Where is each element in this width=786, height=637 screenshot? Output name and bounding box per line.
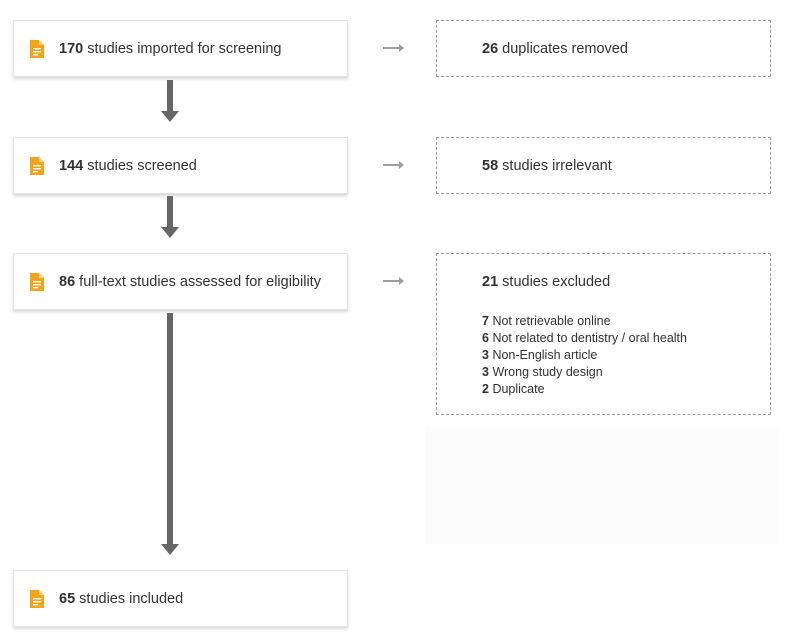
removed-count: 26 — [482, 41, 499, 57]
arrow-right-icon — [383, 44, 404, 52]
stage-count: 65 — [59, 590, 76, 607]
stage-text: studies imported for screening — [87, 40, 282, 57]
exclusion-reasons-list: 7 Not retrievable online 6 Not related t… — [482, 313, 687, 398]
removed-label: 58 studies irrelevant — [482, 158, 612, 174]
arrow-right-icon — [383, 277, 404, 285]
document-icon — [30, 272, 44, 291]
arrow-down-icon — [161, 80, 179, 122]
arrow-down-icon — [161, 196, 179, 238]
document-icon — [30, 589, 44, 608]
removed-irrelevant-box: 58 studies irrelevant — [436, 137, 771, 194]
stage-text: studies screened — [87, 157, 197, 174]
removed-count: 58 — [482, 158, 499, 174]
exclusion-reason: 3 Non-English article — [482, 347, 687, 364]
reason-count: 7 — [482, 314, 489, 328]
reason-text: Wrong study design — [492, 365, 603, 379]
document-icon — [30, 39, 44, 58]
stage-label: 86 full-text studies assessed for eligib… — [59, 274, 321, 290]
stage-screened: 144 studies screened — [13, 137, 348, 194]
reason-text: Not retrievable online — [492, 314, 611, 328]
stage-text: studies included — [79, 590, 184, 607]
reason-text: Duplicate — [492, 382, 545, 396]
stage-imported: 170 studies imported for screening — [13, 20, 348, 77]
stage-count: 86 — [59, 273, 76, 290]
removed-duplicates-box: 26 duplicates removed — [436, 20, 771, 77]
stage-assessed: 86 full-text studies assessed for eligib… — [13, 253, 348, 310]
removed-count: 21 — [482, 274, 499, 290]
stage-label: 65 studies included — [59, 591, 183, 607]
arrow-right-icon — [383, 161, 404, 169]
stage-count: 144 — [59, 157, 84, 174]
stage-text: full-text studies assessed for eligibili… — [79, 273, 321, 290]
removed-text: studies excluded — [502, 274, 611, 290]
arrow-down-icon — [161, 313, 179, 555]
excluded-box: 21 studies excluded 7 Not retrievable on… — [436, 253, 771, 415]
stage-label: 144 studies screened — [59, 158, 197, 174]
removed-label: 26 duplicates removed — [482, 41, 628, 57]
reason-text: Not related to dentistry / oral health — [492, 331, 687, 345]
background-panel — [425, 427, 778, 544]
exclusion-reason: 7 Not retrievable online — [482, 313, 687, 330]
reason-count: 3 — [482, 365, 489, 379]
stage-count: 170 — [59, 40, 84, 57]
stage-label: 170 studies imported for screening — [59, 41, 281, 57]
reason-count: 2 — [482, 382, 489, 396]
reason-count: 3 — [482, 348, 489, 362]
reason-text: Non-English article — [492, 348, 598, 362]
exclusion-reason: 2 Duplicate — [482, 381, 687, 398]
exclusion-reason: 6 Not related to dentistry / oral health — [482, 330, 687, 347]
document-icon — [30, 156, 44, 175]
reason-count: 6 — [482, 331, 489, 345]
stage-included: 65 studies included — [13, 570, 348, 627]
exclusion-reason: 3 Wrong study design — [482, 364, 687, 381]
removed-text: studies irrelevant — [502, 158, 612, 174]
removed-text: duplicates removed — [502, 41, 628, 57]
removed-label: 21 studies excluded — [482, 274, 610, 290]
